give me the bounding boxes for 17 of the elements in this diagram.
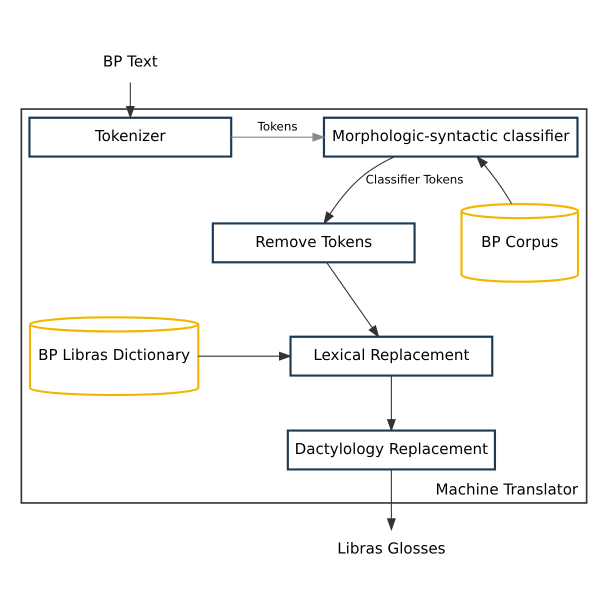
arrow [386,375,396,432]
node-text: Libras Glosses [337,538,446,557]
edge-label: Classifier Tokens [366,172,464,186]
arrow [231,132,326,142]
arrow [126,82,135,118]
arrow [386,469,396,531]
arrow [198,351,292,360]
arrow [476,155,512,204]
node-text: BP Text [102,52,158,70]
node-box: Morphologic-syntactic classifier [322,116,579,158]
arrow [323,156,395,224]
node-box: Lexical Replacement [289,335,494,376]
node-box: Dactylology Replacement [286,429,496,470]
node-box: Remove Tokens [212,222,416,263]
arrow [326,262,380,338]
edge-label: Tokens [258,118,298,133]
node-box: Tokenizer [28,116,232,158]
